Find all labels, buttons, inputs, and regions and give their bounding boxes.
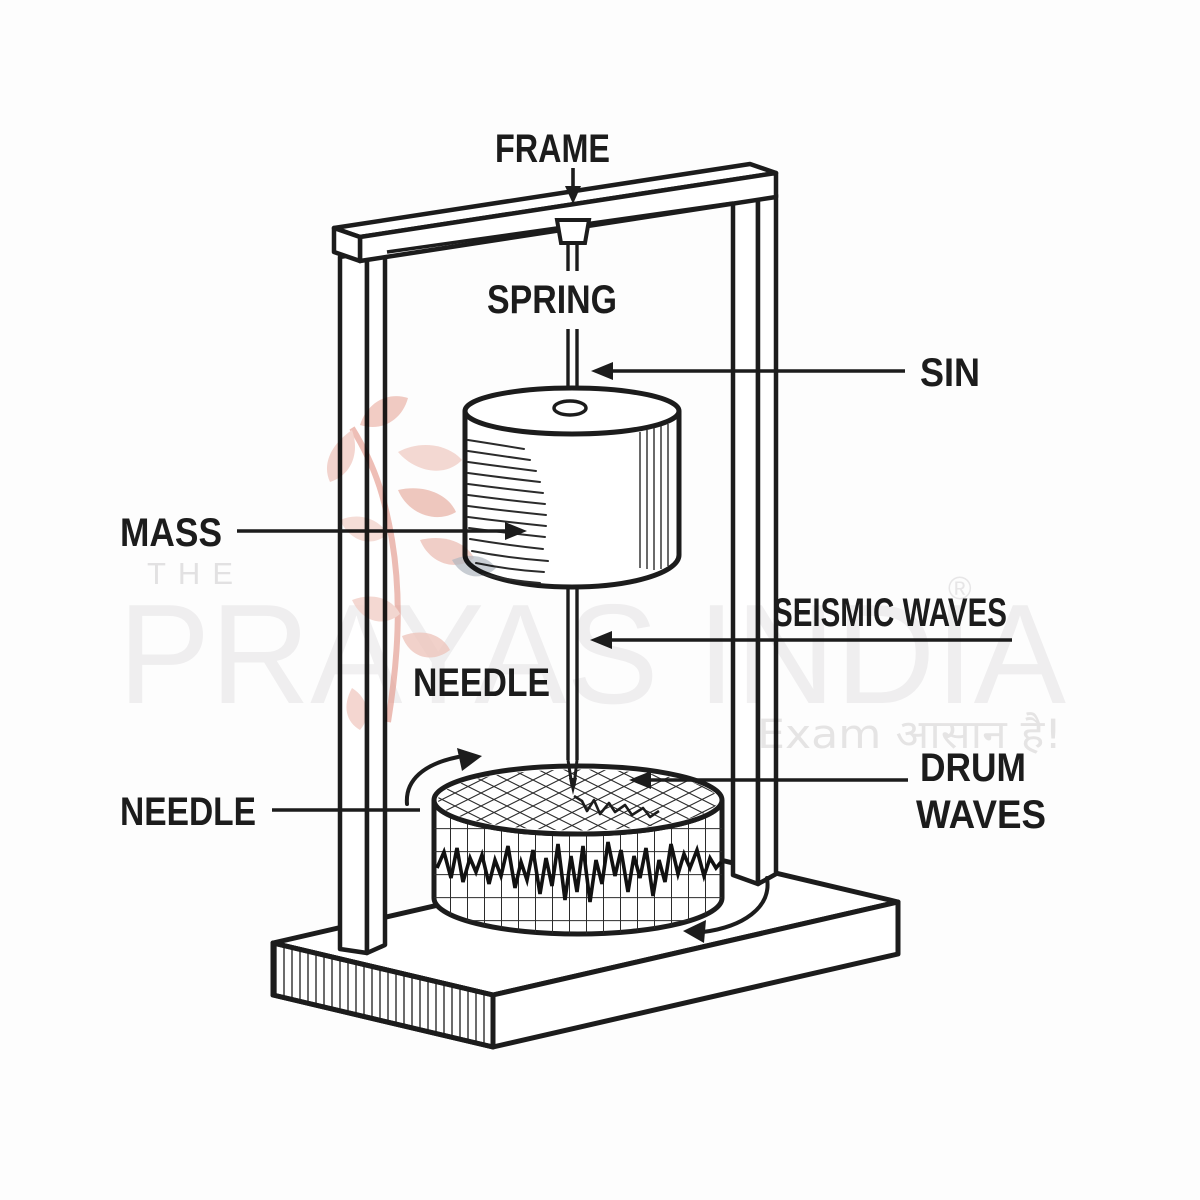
base-right-face bbox=[490, 899, 901, 1050]
rotation-arrow-top bbox=[404, 755, 460, 806]
needle-upper-label: NEEDLE bbox=[413, 661, 550, 705]
watermark-brand: PRAYAS INDIA bbox=[118, 575, 1066, 734]
watermark-flame-logo bbox=[326, 396, 496, 730]
needle-lower-label: NEEDLE bbox=[120, 790, 256, 834]
frame-beam-left-cap bbox=[331, 225, 363, 264]
sin-arrowhead bbox=[591, 362, 613, 380]
spring-assembly bbox=[554, 218, 592, 404]
drum-top-trace bbox=[573, 794, 660, 819]
drum-rotation-arrows bbox=[404, 748, 770, 943]
watermark-tagline: Exam आसान है! bbox=[757, 712, 1062, 758]
mass-left-hatching bbox=[467, 439, 549, 584]
callouts: FRAME SPRING SIN MASS SEISMIC WAVES NEED… bbox=[120, 127, 1046, 837]
mass-top-hole bbox=[552, 399, 588, 417]
mass-arrowhead bbox=[505, 522, 527, 540]
frame-label: FRAME bbox=[495, 127, 610, 171]
spring-hanger-block bbox=[554, 218, 592, 245]
drum-waves-arrowhead bbox=[629, 771, 651, 789]
mass-right-shading bbox=[639, 424, 669, 570]
frame-arrowhead bbox=[565, 186, 581, 204]
seismic-waves-arrowhead bbox=[590, 631, 612, 649]
drum-side-grid bbox=[434, 800, 722, 934]
seismogram-trace bbox=[435, 841, 723, 903]
spring-label: SPRING bbox=[487, 278, 617, 322]
needle-rod bbox=[566, 588, 579, 795]
mass-cylinder bbox=[462, 385, 682, 590]
rotation-arrow-bottom-head bbox=[683, 920, 706, 943]
recording-drum bbox=[431, 763, 725, 937]
watermark-registered: ® bbox=[948, 570, 972, 606]
drum-waves-label-line1: DRUM bbox=[920, 746, 1026, 790]
sin-label: SIN bbox=[920, 351, 980, 395]
drum-waves-label-line2: WAVES bbox=[916, 793, 1046, 837]
needle-tip bbox=[569, 778, 577, 795]
rotation-arrow-bottom bbox=[701, 876, 770, 934]
watermark-the: THE bbox=[147, 556, 245, 591]
mass-label: MASS bbox=[120, 511, 222, 555]
rotation-arrow-top-head bbox=[457, 748, 482, 771]
seismic-waves-label: SEISMIC WAVES bbox=[773, 591, 1007, 635]
spring-wire bbox=[566, 243, 579, 404]
watermark: THE PRAYAS INDIA ® Exam आसान है! bbox=[118, 396, 1066, 758]
